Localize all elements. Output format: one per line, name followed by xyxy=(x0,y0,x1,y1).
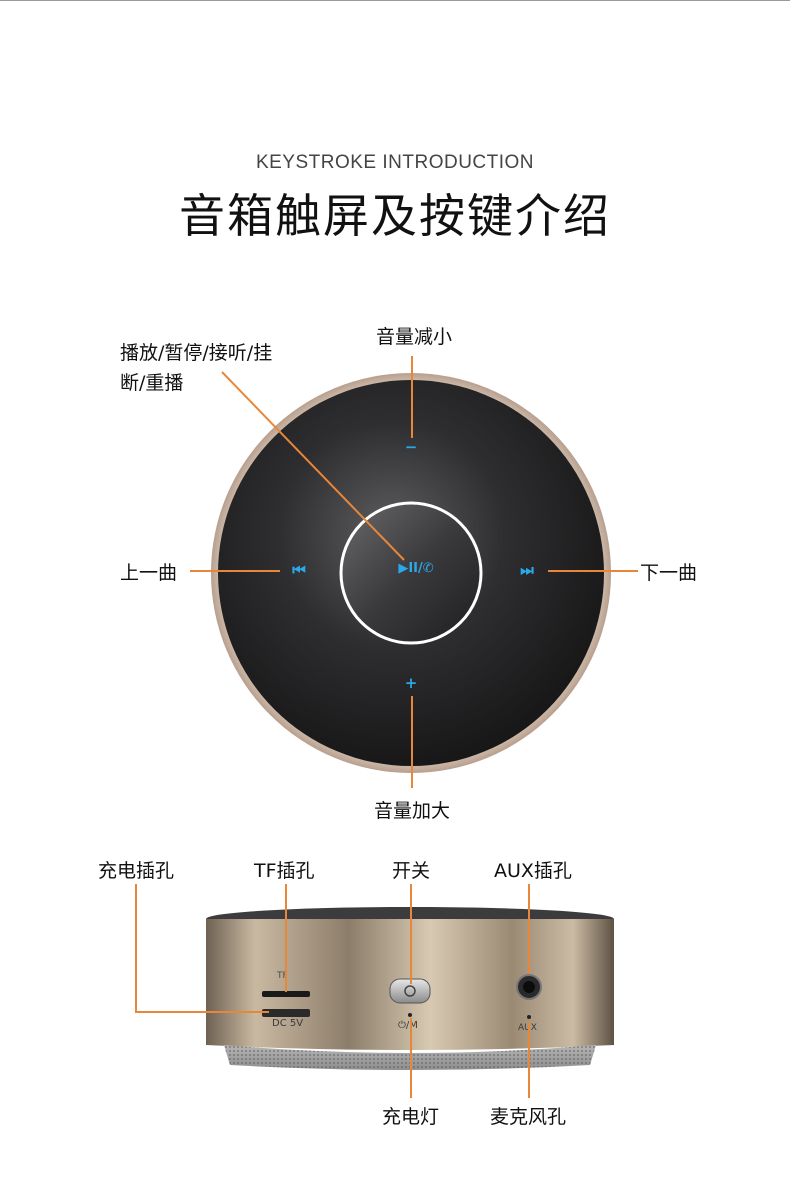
leader-next-track xyxy=(548,570,638,572)
label-tf-slot: TF插孔 xyxy=(254,860,315,882)
label-aux-port: AUX插孔 xyxy=(494,860,572,882)
leader-tf-slot xyxy=(285,884,287,992)
mode-engraving: ⏻/M xyxy=(398,1020,418,1031)
label-volume-up: 音量加大 xyxy=(374,800,451,822)
label-power-switch: 开关 xyxy=(392,860,431,882)
page-subtitle: KEYSTROKE INTRODUCTION xyxy=(255,152,535,173)
leader-charge-port-v xyxy=(135,884,137,1012)
label-charge-port: 充电插孔 xyxy=(98,860,175,882)
leader-charge-port-h xyxy=(135,1011,269,1013)
leader-power-switch xyxy=(410,884,412,984)
label-play-pause: 播放/暂停/接听/挂断/重播 xyxy=(120,342,273,394)
dc-engraving: DC 5V xyxy=(272,1018,304,1029)
label-next-track: 下一曲 xyxy=(640,562,698,584)
leader-aux-port xyxy=(528,884,530,974)
volume-down-icon[interactable]: − xyxy=(404,438,418,456)
label-volume-down: 音量减小 xyxy=(376,326,453,348)
volume-up-icon[interactable]: + xyxy=(404,674,418,692)
label-charge-light: 充电灯 xyxy=(382,1106,440,1128)
leader-charge-light xyxy=(410,1018,412,1098)
leader-previous-track xyxy=(190,570,280,572)
tf-engraving: TF xyxy=(277,971,288,981)
disc-illustration xyxy=(211,373,611,773)
label-mic-hole: 麦克风孔 xyxy=(490,1106,567,1128)
aux-engraving: AUX xyxy=(518,1023,537,1033)
speaker-top-disc: − + ⏮ ⏭ ▶II/✆ xyxy=(210,372,612,774)
leader-volume-down xyxy=(411,356,413,438)
leader-volume-up xyxy=(411,696,413,788)
label-previous-track: 上一曲 xyxy=(120,562,178,584)
page-title: 音箱触屏及按键介绍 xyxy=(179,189,611,243)
top-divider xyxy=(0,0,790,1)
next-track-icon[interactable]: ⏭ xyxy=(520,561,534,579)
previous-track-icon[interactable]: ⏮ xyxy=(292,561,306,579)
leader-mic-hole xyxy=(528,1022,530,1098)
play-pause-call-icon[interactable]: ▶II/✆ xyxy=(398,561,434,576)
